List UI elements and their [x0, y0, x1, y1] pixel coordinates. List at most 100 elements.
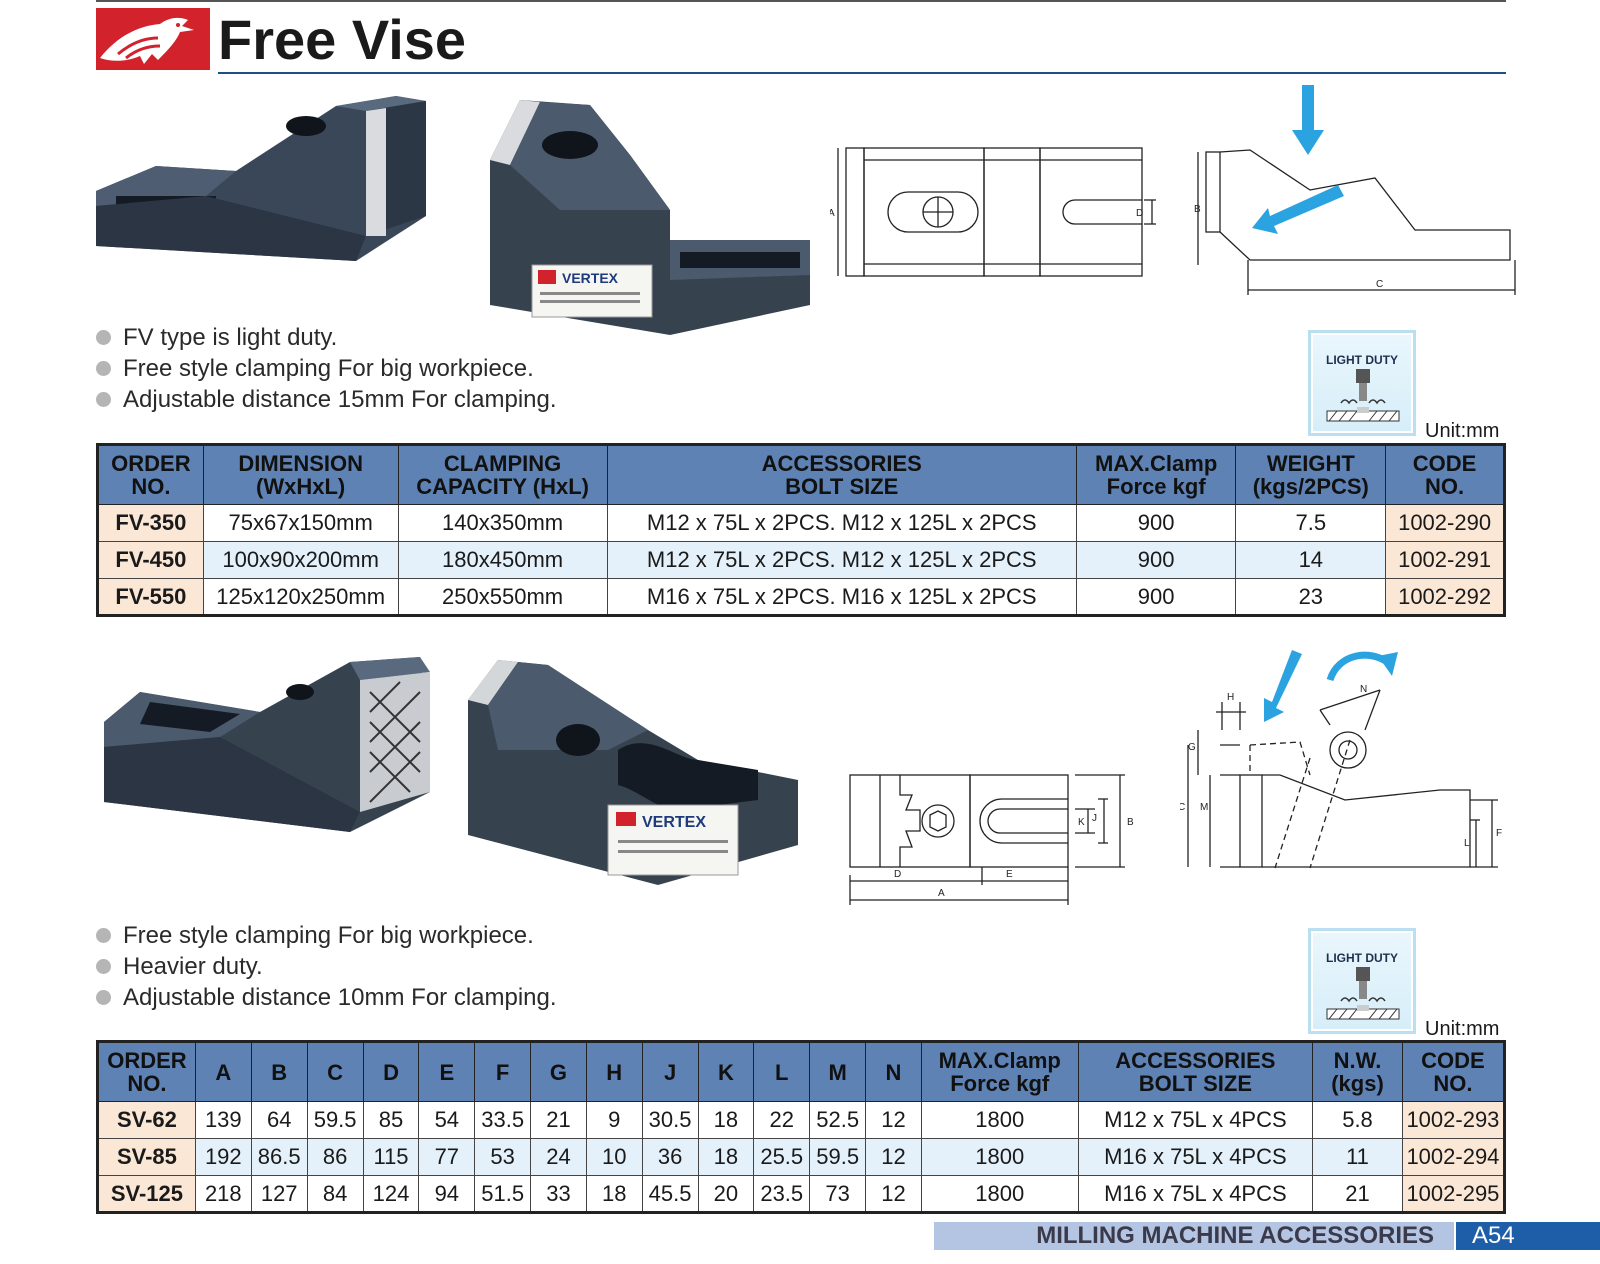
force-cell: 900 [1075, 578, 1237, 616]
dimension-cell: 20 [697, 1175, 755, 1213]
header-dim-col: E [418, 1041, 476, 1102]
table-row: FV-550 125x120x250mm 250x550mm M16 x 75L… [97, 578, 1505, 616]
dim-label-l: L [1464, 838, 1470, 849]
dimension-cell: 53 [474, 1138, 532, 1176]
dimension-cell: 33 [530, 1175, 587, 1213]
accessories-cell: M16 x 75L x 4PCS [1077, 1175, 1314, 1213]
dimension-cell: 30.5 [641, 1101, 699, 1139]
clamping-cell: 180x450mm [397, 541, 608, 579]
header-weight: WEIGHT(kgs/2PCS) [1235, 444, 1387, 505]
dimension-cell: 36 [641, 1138, 699, 1176]
header-dim-col: N [865, 1041, 922, 1102]
dimension-cell: 86 [306, 1138, 364, 1176]
header-dim-col: H [585, 1041, 643, 1102]
accessories-cell: M12 x 75L x 4PCS [1077, 1101, 1314, 1139]
order-cell: SV-125 [97, 1175, 196, 1213]
dim-label-d: D [1136, 208, 1143, 219]
code-cell: 1002-293 [1401, 1101, 1506, 1139]
header-dim-col: L [753, 1041, 811, 1102]
dimension-cell: 21 [530, 1101, 587, 1139]
unit-label: Unit:mm [1425, 1018, 1500, 1040]
code-cell: 1002-290 [1385, 504, 1505, 542]
sv-vise-photo-1 [104, 657, 430, 832]
fv-feature-list: FV type is light duty. Free style clampi… [96, 322, 557, 415]
top-rule [96, 0, 1506, 2]
feature-item: Heavier duty. [96, 951, 557, 982]
light-duty-badge: LIGHT DUTY [1308, 928, 1416, 1034]
page-title: Free Vise [218, 8, 467, 71]
milling-cutter-icon [1326, 967, 1400, 1020]
dim-label-c: C [1376, 279, 1383, 290]
dimension-cell: 23.5 [753, 1175, 811, 1213]
bullet-icon [96, 928, 111, 943]
dimension-cell: 84 [306, 1175, 364, 1213]
title-rule [218, 72, 1506, 74]
vertex-label-text: VERTEX [562, 270, 619, 286]
dimension-cell: 18 [585, 1175, 643, 1213]
accessories-cell: M12 x 75L x 2PCS. M12 x 125L x 2PCS [606, 541, 1077, 579]
accessories-cell: M12 x 75L x 2PCS. M12 x 125L x 2PCS [606, 504, 1077, 542]
force-cell: 1800 [920, 1138, 1079, 1176]
weight-cell: 7.5 [1235, 504, 1387, 542]
code-cell: 1002-294 [1401, 1138, 1506, 1176]
code-cell: 1002-291 [1385, 541, 1505, 579]
dimension-cell: 127 [250, 1175, 308, 1213]
light-duty-badge: LIGHT DUTY [1308, 330, 1416, 436]
dimension-cell: 100x90x200mm [202, 541, 399, 579]
clamping-cell: 140x350mm [397, 504, 608, 542]
dimension-cell: 18 [697, 1101, 755, 1139]
force-cell: 1800 [920, 1175, 1079, 1213]
dim-label-j: J [1092, 813, 1097, 824]
dim-label-f: F [1496, 828, 1502, 839]
order-cell: FV-550 [97, 578, 204, 616]
force-cell: 1800 [920, 1101, 1079, 1139]
feature-item: Adjustable distance 15mm For clamping. [96, 384, 557, 415]
header-dim-col: K [697, 1041, 755, 1102]
code-cell: 1002-292 [1385, 578, 1505, 616]
header-dim-col: M [809, 1041, 867, 1102]
page-number: A54 [1456, 1222, 1600, 1250]
dimension-cell: 73 [809, 1175, 867, 1213]
header-dim-col: G [530, 1041, 587, 1102]
dim-label-h: H [1227, 692, 1234, 703]
dimension-cell: 86.5 [250, 1138, 308, 1176]
weight-cell: 23 [1235, 578, 1387, 616]
dimension-cell: 124 [362, 1175, 420, 1213]
header-dim-col: B [250, 1041, 308, 1102]
dimension-cell: 25.5 [753, 1138, 811, 1176]
dim-label-b: B [1194, 204, 1201, 215]
nw-cell: 5.8 [1312, 1101, 1403, 1139]
dim-label-n: N [1360, 684, 1367, 695]
dimension-cell: 45.5 [641, 1175, 699, 1213]
fv-vise-photo-2: VERTEX [490, 100, 810, 335]
dim-label-k: K [1078, 817, 1085, 828]
vertex-label-text: VERTEX [642, 814, 706, 831]
feature-item: Free style clamping For big workpiece. [96, 353, 557, 384]
dimension-cell: 12 [865, 1138, 922, 1176]
feature-item: Adjustable distance 10mm For clamping. [96, 982, 557, 1013]
dimension-cell: 59.5 [809, 1138, 867, 1176]
bullet-icon [96, 330, 111, 345]
dim-label-a: A [830, 208, 835, 219]
dimension-cell: 139 [194, 1101, 252, 1139]
dim-label-a: A [938, 888, 945, 899]
dimension-cell: 115 [362, 1138, 420, 1176]
dimension-cell: 125x120x250mm [202, 578, 399, 616]
dimension-cell: 218 [194, 1175, 252, 1213]
dimension-cell: 94 [418, 1175, 476, 1213]
header-dim-col: C [306, 1041, 364, 1102]
sv-vise-photo-2: VERTEX [468, 660, 798, 885]
dimension-cell: 12 [865, 1175, 922, 1213]
nw-cell: 11 [1312, 1138, 1403, 1176]
bullet-icon [96, 959, 111, 974]
dimension-cell: 77 [418, 1138, 476, 1176]
